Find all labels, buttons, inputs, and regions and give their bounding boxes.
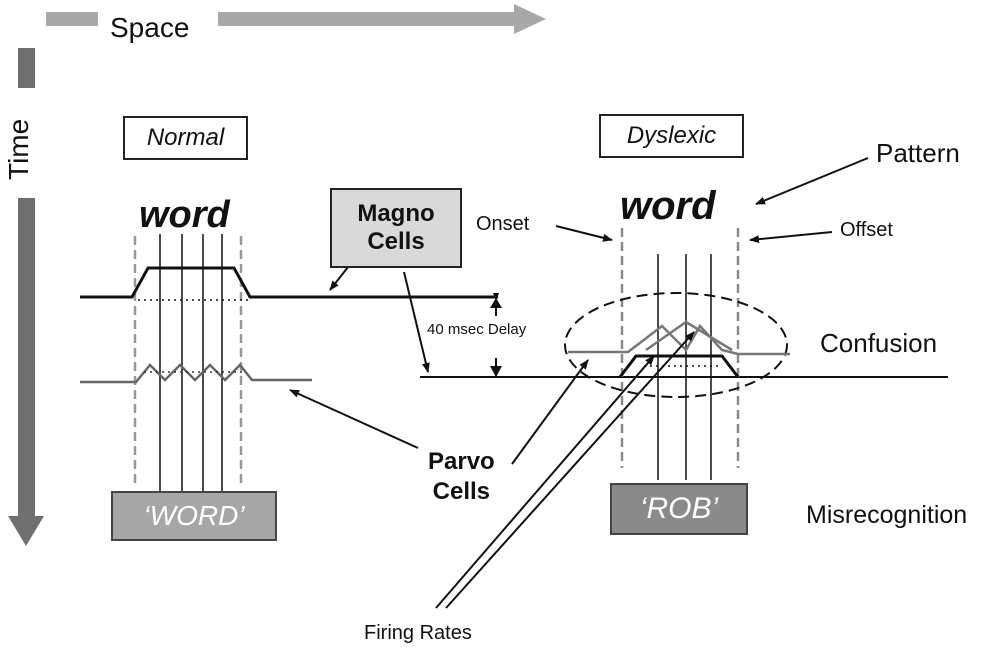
dyslexic-output-box: ‘ROB’ (610, 483, 748, 535)
parvo-label-line2: Cells (432, 478, 491, 505)
misrecognition-label: Misrecognition (806, 501, 968, 529)
magno-arrow-dyslexic (403, 271, 430, 373)
magno-cells-box: Magno Cells (330, 188, 462, 268)
offset-label: Offset (840, 219, 893, 241)
confusion-label: Confusion (820, 328, 938, 358)
offset-arrow (749, 231, 833, 244)
dyslexic-parvo-peak (645, 320, 733, 352)
dyslexic-vertical-lines (657, 254, 712, 480)
confusion-ellipse (564, 292, 788, 398)
delay-label: 40 msec Delay (427, 321, 527, 338)
onset-arrow (555, 225, 613, 242)
normal-word: word (139, 194, 230, 236)
normal-parvo-waveform (80, 363, 312, 384)
firing-rates-arrow-1 (435, 355, 655, 609)
firing-rates-label: Firing Rates (364, 622, 472, 644)
magno-label-line2: Cells (367, 228, 425, 255)
dyslexic-word: word (620, 184, 716, 228)
normal-magno-waveform (80, 266, 498, 299)
space-label: Space (110, 12, 190, 43)
delay-marker (490, 293, 502, 377)
firing-rates-arrow-2 (445, 331, 695, 609)
time-label: Time (3, 118, 34, 180)
parvo-arrow-normal (289, 389, 419, 449)
time-axis-arrow (8, 48, 44, 546)
parvo-arrow-dyslexic (511, 359, 589, 465)
normal-title-box: Normal (123, 116, 248, 160)
magno-label-line1: Magno (357, 200, 435, 227)
parvo-label-line1: Parvo (428, 448, 495, 475)
dyslexic-title-box: Dyslexic (599, 114, 744, 158)
normal-vertical-lines (159, 234, 223, 492)
normal-output-box: ‘WORD’ (111, 491, 277, 541)
pattern-arrow (755, 157, 869, 205)
parvo-cells-label: Parvo Cells (428, 447, 495, 507)
dyslexic-magno-waveform (618, 354, 740, 378)
onset-label: Onset (476, 213, 530, 235)
space-axis-arrow (46, 4, 546, 34)
pattern-label: Pattern (876, 138, 960, 168)
